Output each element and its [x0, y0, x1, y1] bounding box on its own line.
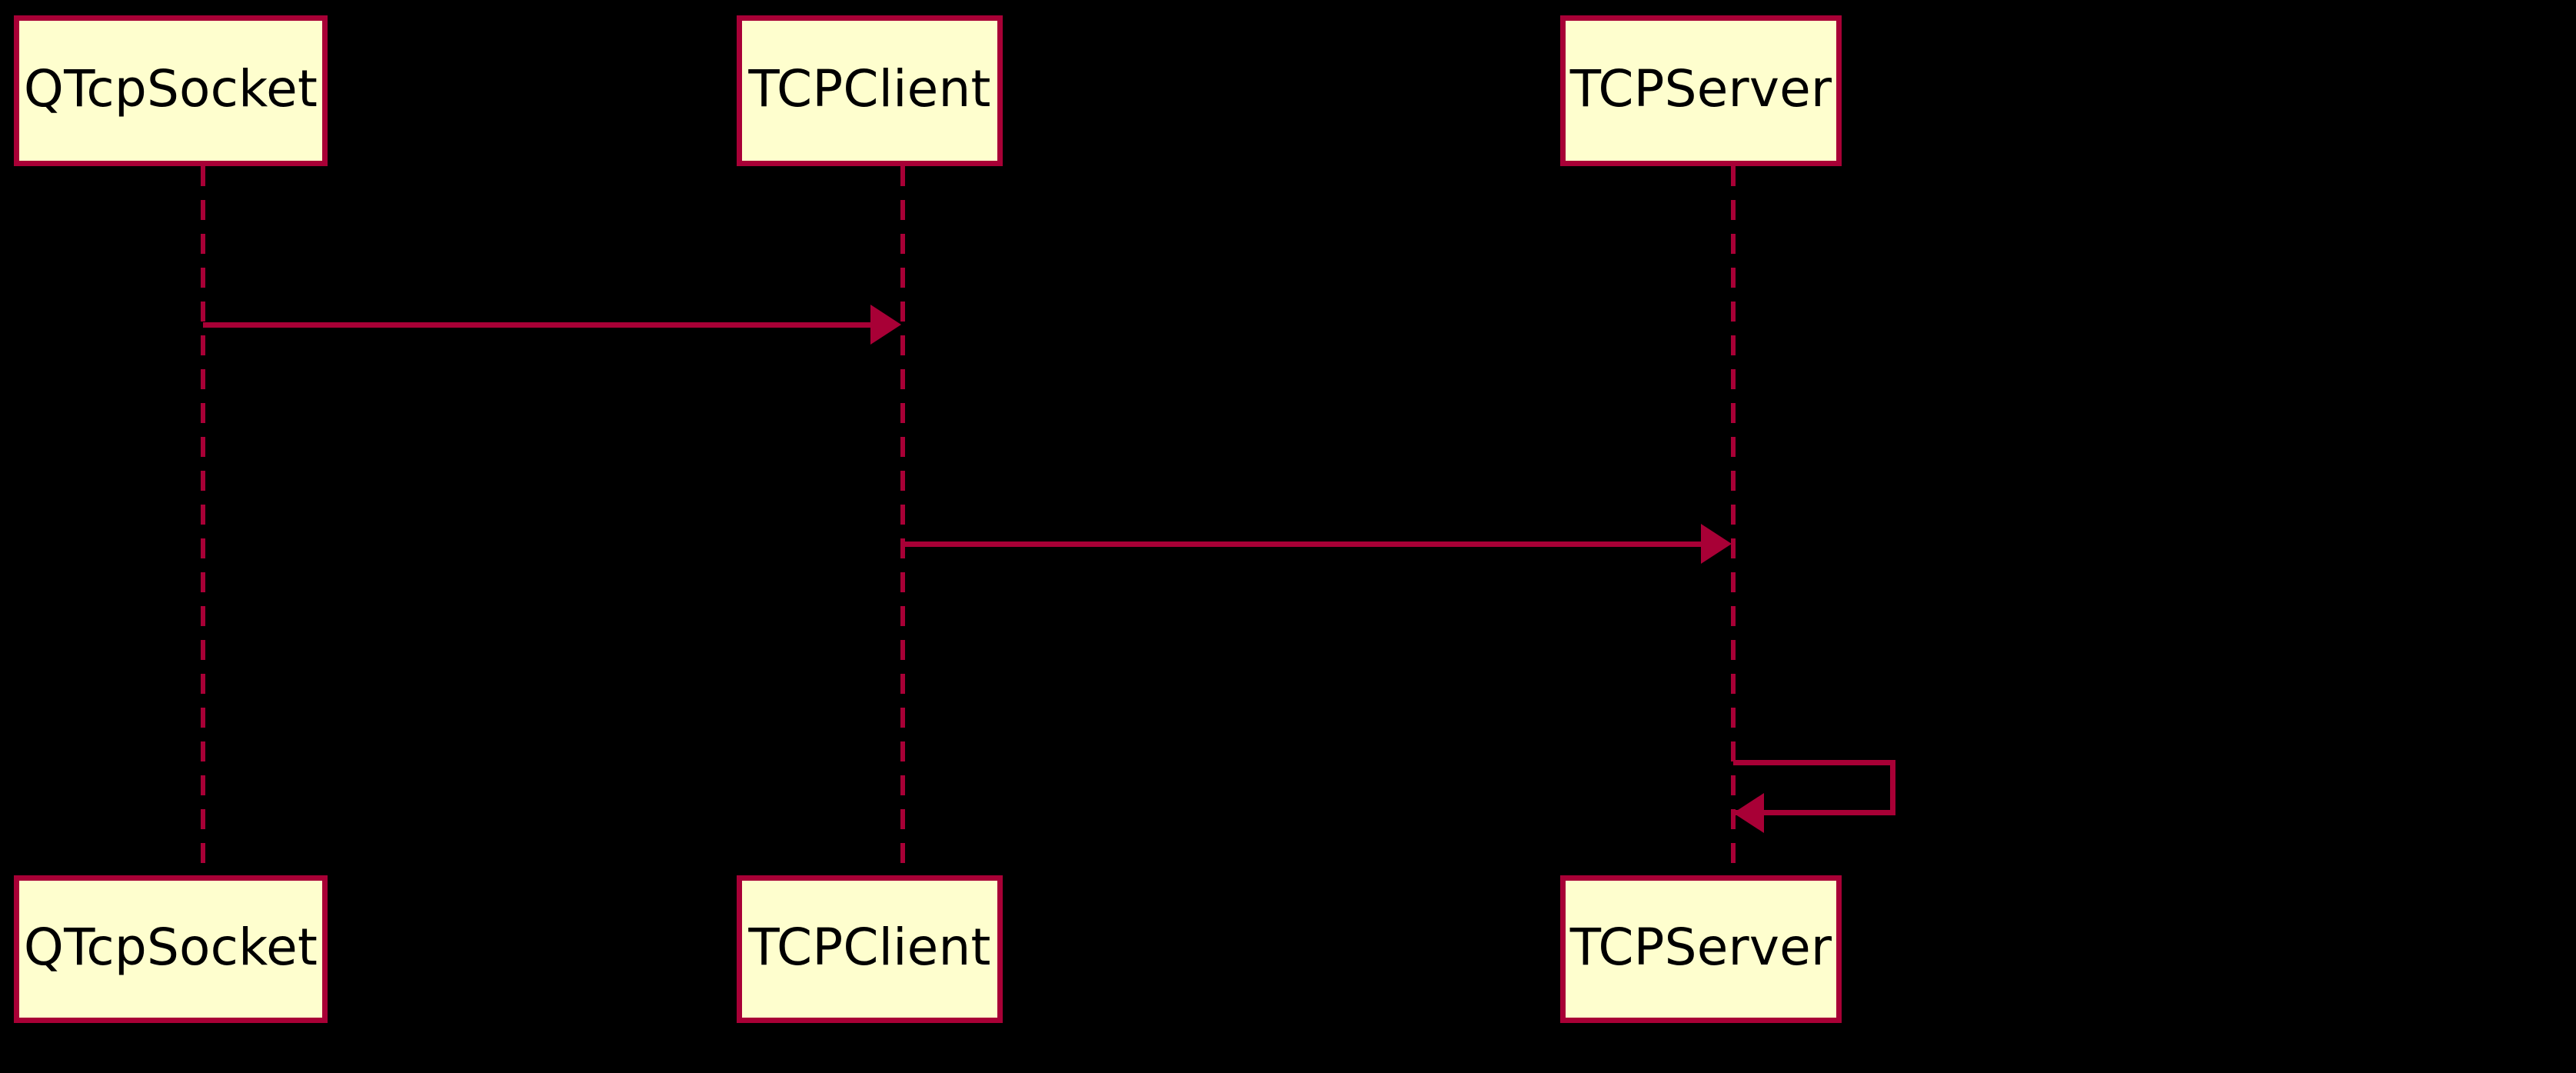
participant-label-qtcpsocket-top: QTcpSocket — [23, 59, 318, 118]
message-3-arrowhead-icon — [1733, 793, 1764, 833]
participant-box-top-tcpserver[interactable]: TCPServer — [1560, 15, 1842, 166]
message-2-line — [903, 541, 1701, 547]
participant-label-tcpserver-top: TCPServer — [1569, 59, 1832, 118]
participant-label-tcpserver-bottom: TCPServer — [1569, 918, 1832, 977]
lifeline-tcpclient — [900, 166, 905, 875]
lifeline-qtcpsocket — [201, 166, 205, 875]
participant-box-bottom-tcpserver[interactable]: TCPServer — [1560, 875, 1842, 1023]
participant-box-bottom-qtcpsocket[interactable]: QTcpSocket — [14, 875, 328, 1023]
participant-box-top-qtcpsocket[interactable]: QTcpSocket — [14, 15, 328, 166]
participant-box-bottom-tcpclient[interactable]: TCPClient — [737, 875, 1003, 1023]
message-2-arrowhead-icon — [1701, 524, 1732, 564]
message-1-arrowhead-icon — [870, 305, 901, 345]
participant-label-tcpclient-top: TCPClient — [748, 59, 991, 118]
message-3-self-loop-path — [1733, 760, 1895, 815]
participant-label-tcpclient-bottom: TCPClient — [748, 918, 991, 977]
participant-box-top-tcpclient[interactable]: TCPClient — [737, 15, 1003, 166]
lifeline-tcpserver — [1731, 166, 1736, 875]
participant-label-qtcpsocket-bottom: QTcpSocket — [23, 918, 318, 977]
message-1-line — [203, 322, 870, 328]
